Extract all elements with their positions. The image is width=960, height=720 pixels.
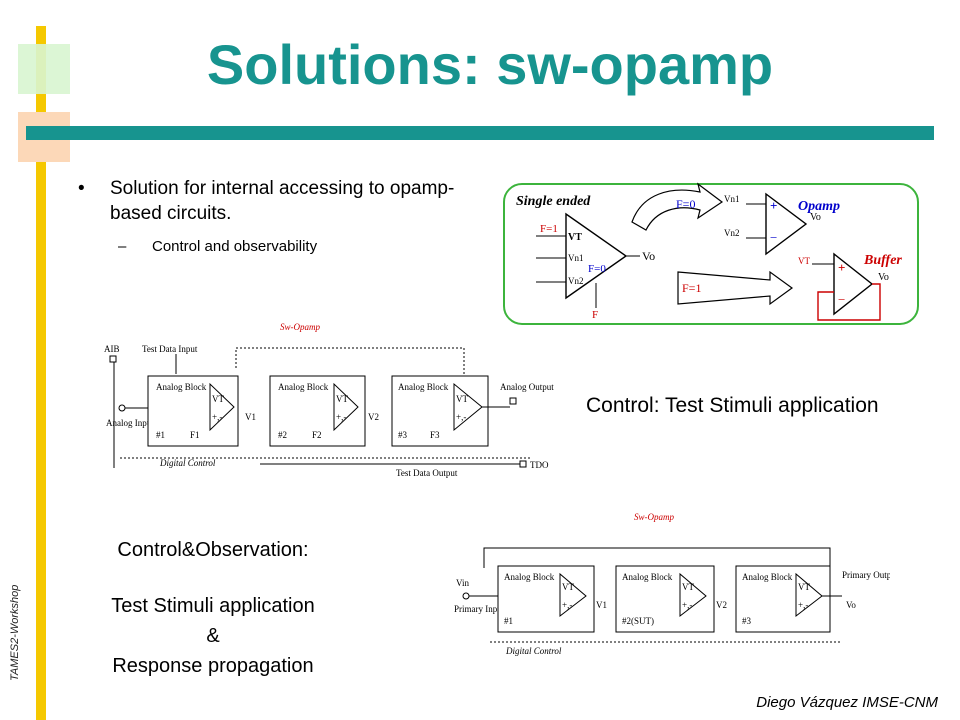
accent-bar-yellow bbox=[36, 26, 46, 720]
svg-text:V1: V1 bbox=[245, 412, 256, 422]
svg-text:Digital Control: Digital Control bbox=[159, 458, 216, 468]
single-ended-opamp bbox=[565, 212, 628, 300]
buffer-label: Buffer bbox=[863, 253, 902, 268]
svg-text:F=1: F=1 bbox=[540, 223, 558, 235]
svg-text:Vo: Vo bbox=[642, 249, 655, 263]
single-ended-label: Single ended bbox=[516, 194, 591, 209]
svg-text:Analog Block: Analog Block bbox=[622, 572, 673, 582]
svg-text:#2: #2 bbox=[278, 430, 287, 440]
svg-text:+,-: +,- bbox=[336, 412, 346, 422]
svg-text:VT: VT bbox=[798, 256, 810, 266]
svg-text:+,-: +,- bbox=[562, 600, 572, 610]
svg-text:AIB: AIB bbox=[104, 344, 120, 354]
svg-text:F=0: F=0 bbox=[676, 197, 695, 211]
buffer-symbol bbox=[833, 252, 874, 316]
svg-text:Analog Block: Analog Block bbox=[398, 382, 449, 392]
svg-text:Analog Block: Analog Block bbox=[504, 572, 555, 582]
svg-text:Test Data Input: Test Data Input bbox=[142, 344, 198, 354]
svg-text:Vn2: Vn2 bbox=[724, 228, 740, 238]
svg-text:TDO: TDO bbox=[530, 460, 549, 470]
svg-text:Vn2: Vn2 bbox=[568, 276, 584, 286]
svg-text:+: + bbox=[838, 260, 845, 275]
obs-line-3: & bbox=[206, 625, 220, 647]
svg-text:V2: V2 bbox=[716, 600, 727, 610]
svg-text:F=1: F=1 bbox=[682, 281, 701, 295]
footer-author: Diego Vázquez IMSE-CNM bbox=[756, 694, 938, 711]
curved-arrow bbox=[631, 182, 724, 231]
svg-text:F2: F2 bbox=[312, 430, 322, 440]
svg-text:Vo: Vo bbox=[878, 272, 889, 283]
bullet-marker: • bbox=[78, 178, 85, 199]
svg-text:#2(SUT): #2(SUT) bbox=[622, 616, 654, 626]
svg-text:Primary Output: Primary Output bbox=[842, 570, 890, 580]
svg-text:Analog Block: Analog Block bbox=[156, 382, 207, 392]
svg-text:+,-: +,- bbox=[682, 600, 692, 610]
svg-text:Analog Block: Analog Block bbox=[742, 572, 793, 582]
title-rule bbox=[26, 126, 934, 140]
svg-text:Test Data Output: Test Data Output bbox=[396, 468, 458, 478]
svg-text:VT: VT bbox=[562, 582, 574, 592]
sub-bullet-dash: – bbox=[118, 238, 127, 255]
svg-text:#3: #3 bbox=[742, 616, 752, 626]
svg-text:VT: VT bbox=[682, 582, 694, 592]
sub-bullet-text: Control and observability bbox=[152, 238, 318, 255]
svg-text:#3: #3 bbox=[398, 430, 408, 440]
svg-text:F=0: F=0 bbox=[588, 263, 606, 275]
svg-text:−: − bbox=[838, 292, 845, 307]
page-title: Solutions: sw-opamp bbox=[206, 33, 774, 96]
svg-text:−: − bbox=[770, 230, 777, 245]
svg-text:Digital Control: Digital Control bbox=[505, 646, 562, 656]
accent-square-green bbox=[18, 44, 70, 94]
svg-text:+,-: +,- bbox=[798, 600, 808, 610]
svg-text:VT: VT bbox=[568, 232, 582, 243]
svg-text:Vo: Vo bbox=[846, 600, 856, 610]
control-label: Control: Test Stimuli application bbox=[586, 394, 879, 417]
svg-text:V1: V1 bbox=[596, 600, 607, 610]
svg-text:F: F bbox=[592, 309, 598, 321]
opamp-modes-diagram: Single ended Vo F=1 VT Vn1 Vn2 F=0 F F=0… bbox=[503, 182, 919, 325]
opamp-symbol bbox=[765, 192, 808, 256]
svg-text:Vin: Vin bbox=[456, 578, 469, 588]
svg-text:Analog Block: Analog Block bbox=[278, 382, 329, 392]
svg-text:V2: V2 bbox=[368, 412, 379, 422]
svg-text:VT: VT bbox=[456, 394, 468, 404]
svg-text:+,-: +,- bbox=[456, 412, 466, 422]
svg-text:Analog Input: Analog Input bbox=[106, 418, 154, 428]
control-circuit-diagram: Sw-Opamp AIB Test Data Input Analog Inpu… bbox=[104, 322, 554, 478]
vertical-workshop-label: TAMES2-Workshop bbox=[9, 584, 21, 681]
svg-text:Primary Input: Primary Input bbox=[454, 604, 505, 614]
svg-text:Vo: Vo bbox=[810, 212, 821, 223]
svg-text:VT: VT bbox=[212, 394, 224, 404]
svg-text:VT: VT bbox=[798, 582, 810, 592]
svg-text:Vn1: Vn1 bbox=[568, 253, 584, 263]
svg-text:Analog Output: Analog Output bbox=[500, 382, 554, 392]
observation-circuit-diagram: Sw-Opamp Vin Primary Input Analog Block … bbox=[454, 512, 890, 656]
svg-text:F1: F1 bbox=[190, 430, 200, 440]
svg-text:Vn1: Vn1 bbox=[724, 194, 740, 204]
bullet-text: Solution for internal accessing to opamp… bbox=[110, 178, 455, 224]
svg-text:+: + bbox=[770, 198, 777, 213]
svg-text:#1: #1 bbox=[504, 616, 513, 626]
opamp-label: Opamp bbox=[798, 199, 840, 214]
obs-line-2: Test Stimuli application bbox=[111, 595, 315, 617]
svg-text:+,-: +,- bbox=[212, 412, 222, 422]
svg-text:F3: F3 bbox=[430, 430, 440, 440]
svg-text:Sw-Opamp: Sw-Opamp bbox=[634, 512, 674, 522]
diagram-frame bbox=[503, 183, 919, 325]
svg-text:VT: VT bbox=[336, 394, 348, 404]
obs-line-1: Control&Observation: bbox=[117, 539, 309, 561]
svg-text:#1: #1 bbox=[156, 430, 165, 440]
right-arrow bbox=[677, 270, 794, 306]
sw-opamp-label: Sw-Opamp bbox=[280, 322, 320, 332]
obs-line-4: Response propagation bbox=[112, 655, 314, 677]
observation-text: Control&Observation: Test Stimuli applic… bbox=[82, 535, 344, 681]
